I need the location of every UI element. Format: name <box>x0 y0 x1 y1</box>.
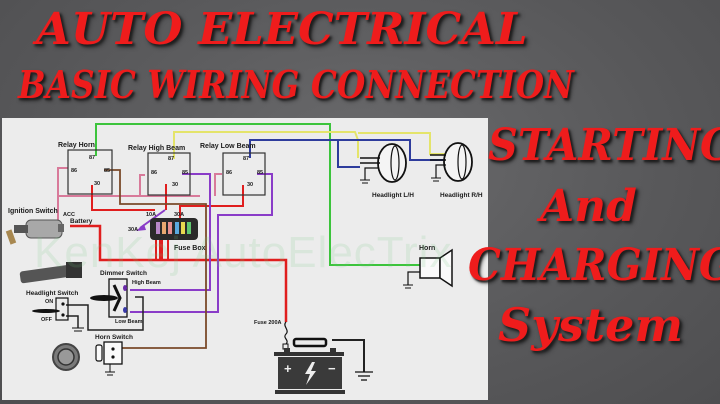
title-auto-electrical: AUTO ELECTRICAL <box>36 4 528 55</box>
terminal-85: 85 <box>104 168 110 174</box>
battery-minus-icon: − <box>328 361 336 376</box>
terminal-85: 85 <box>182 170 188 176</box>
wire-purple-low <box>130 173 273 313</box>
headlight-rh: Headlight R/H <box>430 142 483 199</box>
terminal-30: 30 <box>94 181 100 187</box>
fuse-200a-label: Fuse 200A <box>254 320 282 326</box>
relay-high-beam-label: Relay High Beam <box>128 145 185 152</box>
wire-blue <box>249 139 445 161</box>
headlight-lh-label: Headlight L/H <box>372 192 414 199</box>
fuse-30a-label: 30A <box>174 212 184 218</box>
terminal-30: 30 <box>247 182 253 188</box>
wire-pink <box>57 167 200 197</box>
low-beam-label: Low Beam <box>115 319 143 325</box>
wire-blue-2 <box>337 140 360 168</box>
relay-horn: Relay Horn 87 86 85 30 <box>58 142 113 195</box>
high-beam-label: High Beam <box>132 280 161 286</box>
relay-horn-label: Relay Horn <box>58 142 95 149</box>
relay-high-beam: Relay High Beam 87 86 85 30 <box>128 145 191 196</box>
wire-black-ground <box>66 315 79 328</box>
horn-label: Horn <box>419 245 435 252</box>
title-and: And <box>540 181 637 232</box>
wire-battery-ground <box>332 339 365 372</box>
ignition-switch: Ignition Switch ACC Battery <box>5 208 93 245</box>
wire-yellow <box>173 131 359 159</box>
terminal-86: 86 <box>151 170 157 176</box>
title-system: System <box>498 298 684 352</box>
dimmer-switch-label: Dimmer Switch <box>100 270 147 277</box>
lightning-icon <box>305 362 316 385</box>
battery-plus-icon: + <box>284 361 292 376</box>
wire-brown <box>104 169 207 349</box>
headlight-rh-label: Headlight R/H <box>440 192 483 199</box>
headlight-switch-label: Headlight Switch <box>26 290 78 297</box>
wire-purple-high <box>130 173 211 291</box>
terminal-85: 85 <box>257 170 263 176</box>
horn: Horn <box>403 245 453 289</box>
switch-on-label: ON <box>45 299 53 305</box>
terminal-30: 30 <box>172 182 178 188</box>
relay-low-beam: Relay Low Beam 87 86 85 30 <box>200 143 266 196</box>
horn-switch: Horn Switch <box>52 334 133 376</box>
terminal-87: 87 <box>168 156 174 162</box>
wire-pink-2 <box>139 174 145 196</box>
wire-pink-3 <box>214 173 222 196</box>
fuse-30a-label-2: 30A <box>128 227 138 233</box>
headlight-switch: Headlight Switch ON OFF <box>19 262 84 332</box>
wire-yellow-2 <box>358 132 445 155</box>
horn-switch-label: Horn Switch <box>95 334 133 341</box>
terminal-86: 86 <box>226 170 232 176</box>
acc-label: ACC <box>63 212 75 218</box>
switch-off-label: OFF <box>41 317 53 323</box>
wire-red-relay-horn <box>91 185 155 211</box>
title-charging: CHARGING <box>468 240 720 291</box>
ignition-switch-label: Ignition Switch <box>8 208 58 215</box>
fuse-box: 10A 30A 30A Fuse Box <box>128 212 206 252</box>
headlight-lh: Headlight L/H <box>360 143 414 199</box>
title-basic-wiring: BASIC WIRING CONNECTION <box>18 62 574 107</box>
fuse-10a-label: 10A <box>146 212 156 218</box>
wire-green <box>95 123 420 266</box>
fuse-box-label: Fuse Box <box>174 245 206 252</box>
dimmer-switch: Dimmer Switch High Beam Low Beam <box>90 270 161 325</box>
title-starting: STARTING <box>488 120 720 171</box>
terminal-86: 86 <box>71 168 77 174</box>
wire-red-battery <box>70 224 288 322</box>
battery-label: Battery <box>70 218 93 225</box>
terminal-87: 87 <box>243 156 249 162</box>
arrow-head <box>136 224 146 231</box>
terminal-87: 87 <box>89 155 95 161</box>
wire-black-switch <box>66 296 144 331</box>
relay-low-beam-label: Relay Low Beam <box>200 143 256 150</box>
battery: Fuse 200A + − <box>254 320 373 394</box>
